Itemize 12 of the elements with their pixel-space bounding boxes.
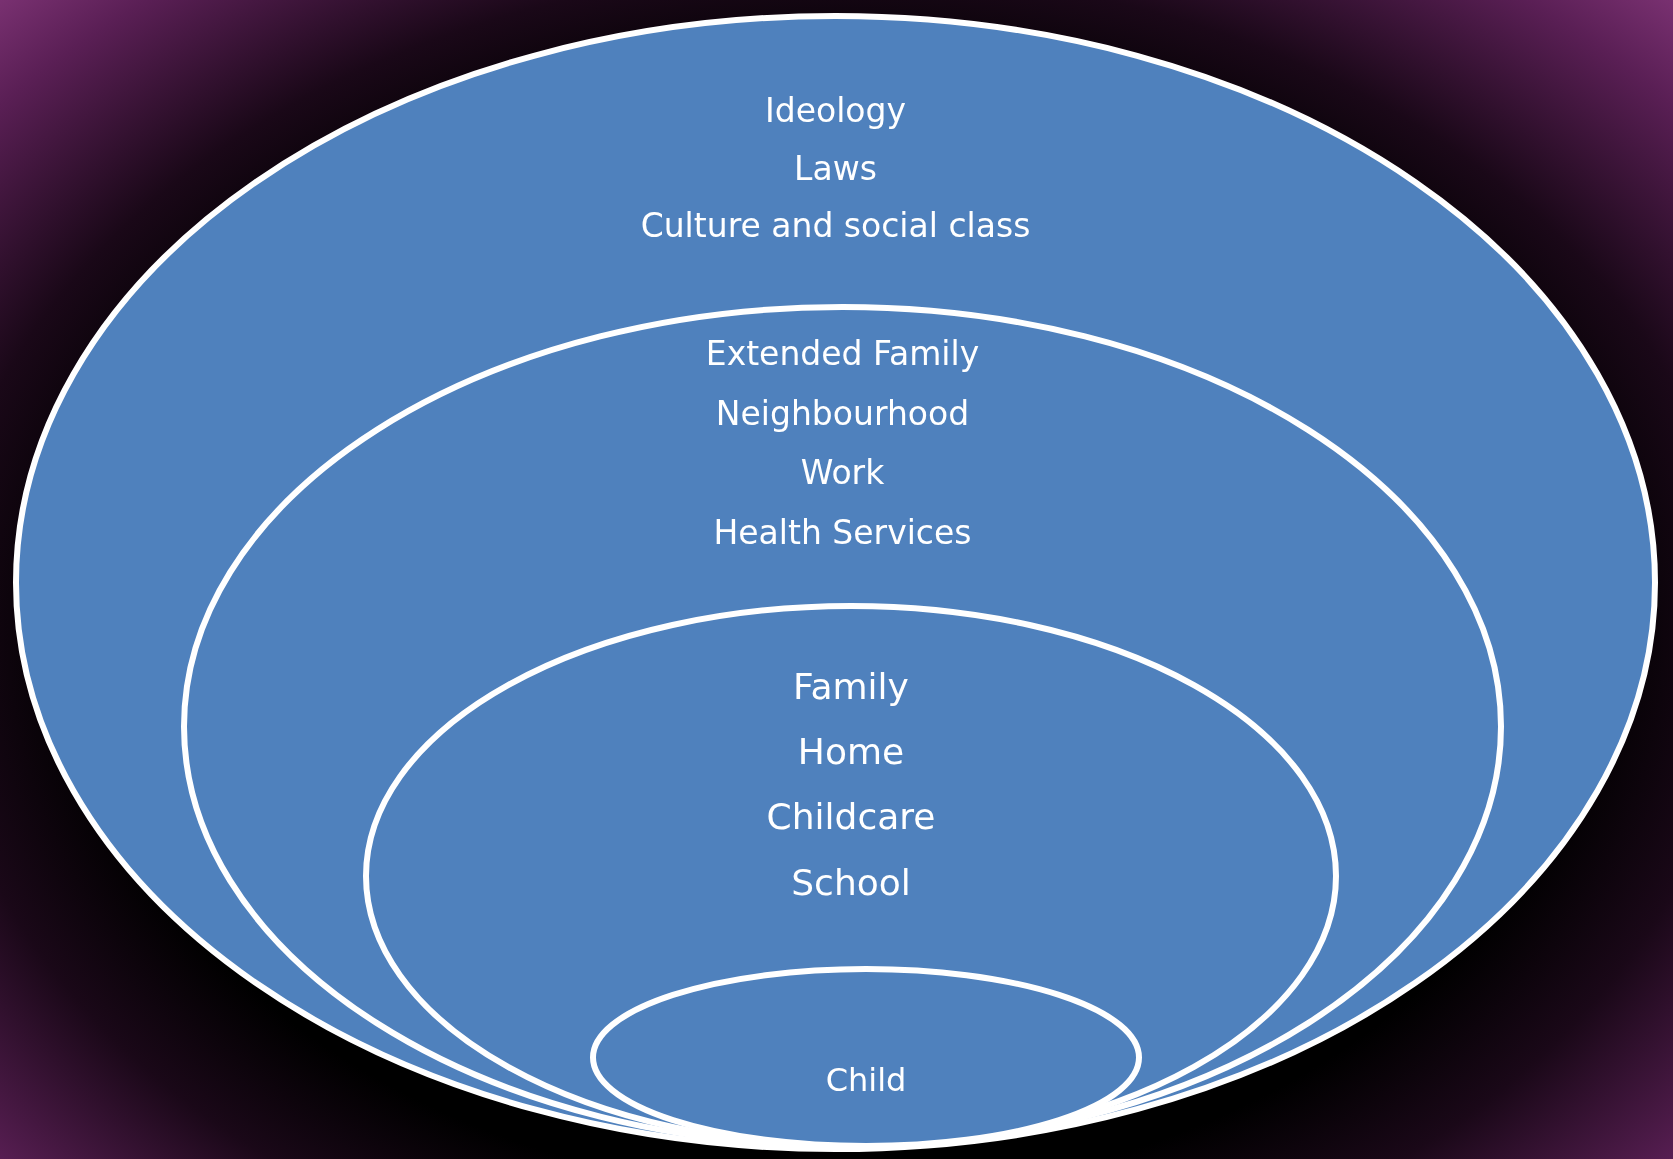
ring-label: Health Services [713,512,972,553]
ring-label: Home [797,730,905,774]
ring-label: Laws [794,148,877,189]
ring-label: Culture and social class [640,206,1031,246]
ring-label: School [791,860,911,904]
ring-label: Work [800,453,885,493]
ring-label: Extended Family [705,334,980,374]
ring-label: Child [825,1061,907,1100]
ring-label: Childcare [766,795,936,839]
ring-label: Ideology [765,91,906,131]
ring-label: Family [793,665,909,709]
ring-label: Neighbourhood [715,393,970,434]
